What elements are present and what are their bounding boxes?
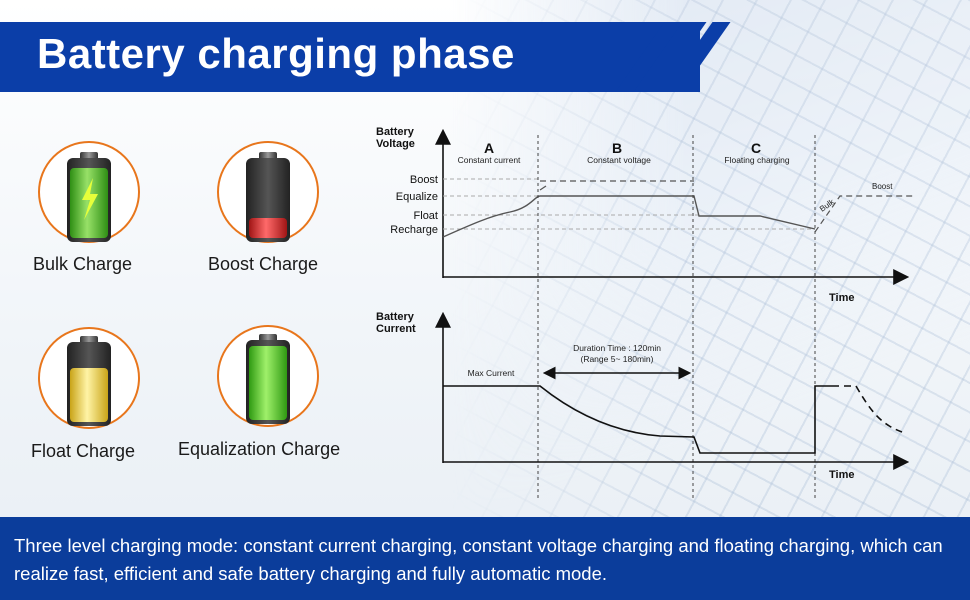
voltage-ylabel-2: Voltage xyxy=(376,138,415,150)
annot-bulk: Bulk xyxy=(818,197,837,214)
battery-label-bulk: Bulk Charge xyxy=(33,254,133,274)
voltage-ylabel-1: Battery xyxy=(376,126,415,138)
phase-b-letter: B xyxy=(612,140,622,156)
duration-line-1: Duration Time : 120min xyxy=(573,343,661,353)
phase-a-name: Constant current xyxy=(458,155,521,165)
voltage-cv-float-curve xyxy=(540,195,816,230)
footer-bar xyxy=(0,517,970,600)
current-ylabel-1: Battery xyxy=(376,311,415,323)
current-xlabel: Time xyxy=(829,469,854,481)
level-boost-label: Boost xyxy=(410,174,438,186)
duration-line-2: (Range 5~ 180min) xyxy=(580,354,653,364)
level-recharge-label: Recharge xyxy=(390,224,438,236)
battery-label-equalization: Equalization Charge xyxy=(178,439,341,459)
max-current-label: Max Current xyxy=(468,368,515,378)
voltage-xlabel: Time xyxy=(829,292,854,304)
battery-label-float: Float Charge xyxy=(31,441,136,461)
voltage-bulk-curve xyxy=(442,195,541,238)
current-ylabel-2: Current xyxy=(376,323,416,335)
title-banner xyxy=(0,22,700,92)
phase-b-name: Constant voltage xyxy=(587,155,651,165)
battery-label-boost: Boost Charge xyxy=(208,254,319,274)
current-restart-dashed xyxy=(832,385,903,433)
phase-c-name: Floating charging xyxy=(724,155,789,165)
page-title: Battery charging phase xyxy=(37,30,515,77)
voltage-restart-dashed xyxy=(814,195,915,233)
current-curve xyxy=(443,385,832,454)
footer-description: Three level charging mode: constant curr… xyxy=(14,535,943,584)
phase-c-letter: C xyxy=(751,140,761,156)
level-equalize-label: Equalize xyxy=(396,191,438,203)
level-float-label: Float xyxy=(414,210,438,222)
phase-a-letter: A xyxy=(484,140,494,156)
annot-boost: Boost xyxy=(872,182,893,191)
